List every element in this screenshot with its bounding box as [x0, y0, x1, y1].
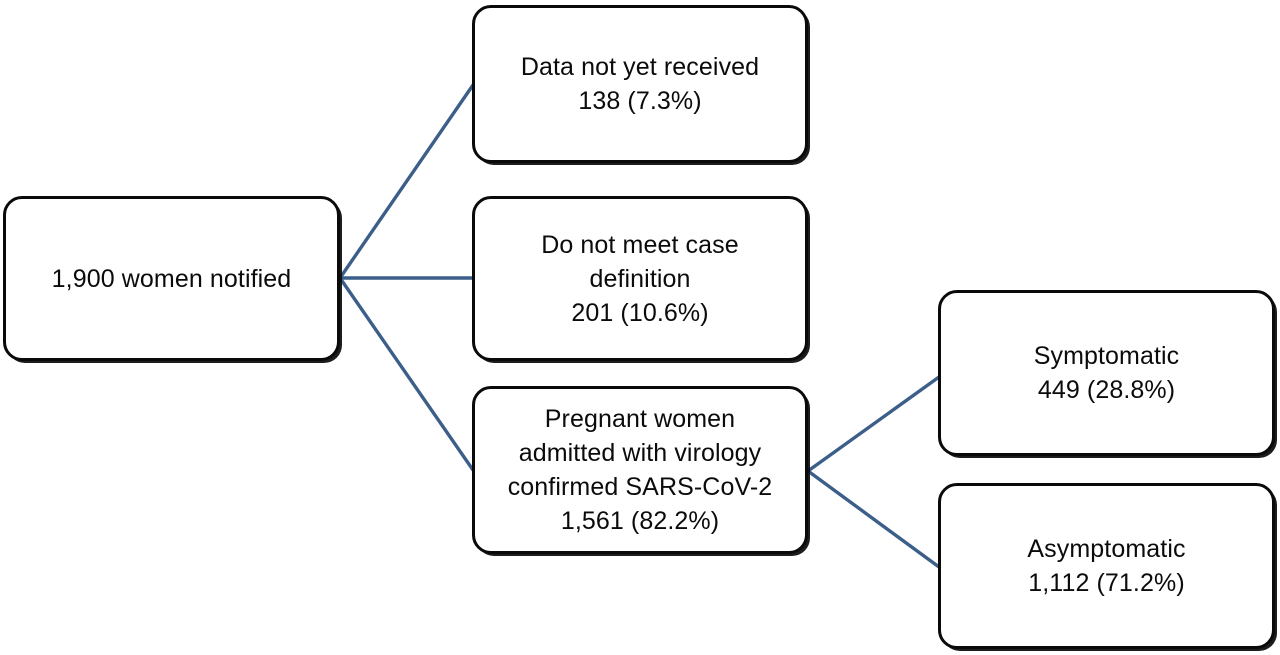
edge-notified-to-pending — [338, 83, 475, 280]
edge-notified-to-confirmed — [338, 276, 475, 472]
node-do-not-meet-case-definition[interactable]: Do not meet case definition 201 (10.6%) — [472, 196, 808, 361]
node-pregnant-women-confirmed[interactable]: Pregnant women admitted with virology co… — [472, 386, 808, 554]
node-data-not-yet-received-label: Data not yet received 138 (7.3%) — [520, 53, 760, 115]
node-do-not-meet-case-definition-label: Do not meet case definition 201 (10.6%) — [541, 230, 739, 327]
edge-confirmed-to-symptomatic — [806, 375, 941, 473]
node-data-not-yet-received[interactable]: Data not yet received 138 (7.3%) — [472, 5, 808, 163]
node-asymptomatic-label: Asymptomatic 1,112 (71.2%) — [1027, 535, 1186, 597]
node-women-notified-label: 1,900 women notified — [51, 264, 292, 293]
edge-confirmed-to-asymptomatic — [806, 469, 941, 569]
node-asymptomatic[interactable]: Asymptomatic 1,112 (71.2%) — [938, 483, 1275, 649]
node-symptomatic-label: Symptomatic 449 (28.8%) — [1033, 342, 1180, 404]
node-symptomatic[interactable]: Symptomatic 449 (28.8%) — [938, 290, 1275, 456]
node-pregnant-women-confirmed-label: Pregnant women admitted with virology co… — [507, 405, 773, 535]
node-women-notified[interactable]: 1,900 women notified — [3, 196, 340, 361]
